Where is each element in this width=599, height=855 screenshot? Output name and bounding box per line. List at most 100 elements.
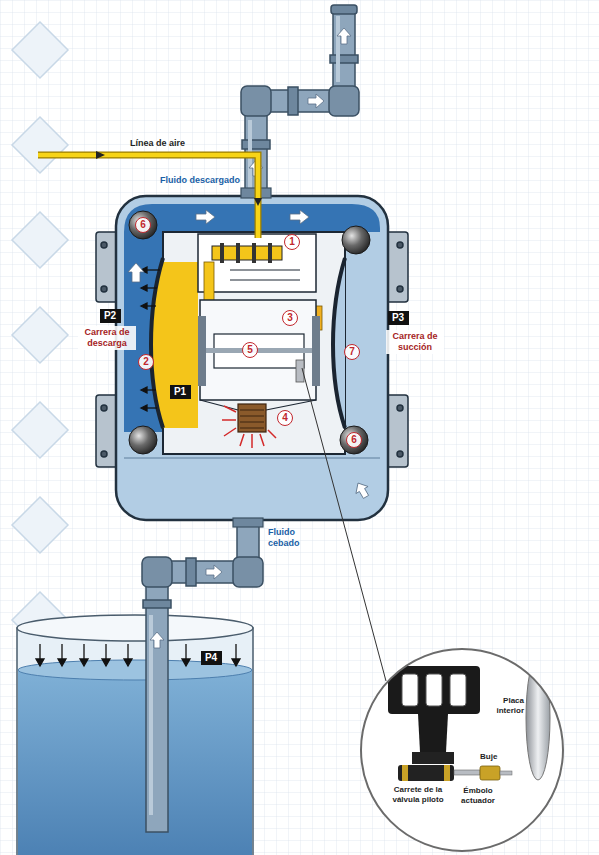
diaphragm bbox=[151, 258, 163, 428]
flow-arrow bbox=[206, 565, 222, 579]
air-valve bbox=[230, 270, 300, 280]
surface-pressure-arrow bbox=[185, 644, 186, 660]
part-label: Buje bbox=[480, 752, 497, 762]
discharge-pipe bbox=[288, 87, 298, 115]
flow-arrow bbox=[337, 28, 351, 44]
exhaust-muffler bbox=[240, 410, 264, 428]
pump-housing bbox=[116, 188, 388, 527]
pressure-label: P2 bbox=[104, 311, 116, 321]
inset-detail bbox=[444, 765, 450, 781]
callout-number: 3 bbox=[282, 310, 298, 326]
pump-flange bbox=[397, 405, 403, 411]
discharge-pipe bbox=[329, 86, 359, 116]
pressure-arrow bbox=[141, 405, 147, 411]
surface-pressure-arrow bbox=[235, 644, 236, 660]
surface-pressure-arrow bbox=[232, 659, 240, 666]
watermark-icon bbox=[12, 22, 68, 648]
center-section bbox=[198, 300, 320, 410]
part-label: Carrera de succión bbox=[386, 330, 444, 354]
inset-outline bbox=[359, 647, 565, 853]
pressure-label: P4 bbox=[205, 653, 217, 663]
check-ball bbox=[340, 426, 368, 454]
pressure-tag: P2 bbox=[100, 309, 121, 323]
air-valve bbox=[252, 243, 256, 263]
surface-pressure-arrow bbox=[58, 659, 66, 666]
pressure-arrow bbox=[146, 269, 160, 270]
exhaust-muffler bbox=[222, 404, 276, 448]
pump-housing bbox=[116, 196, 388, 520]
surface-pressure-arrow bbox=[105, 644, 106, 660]
callout-text: 6 bbox=[140, 220, 146, 230]
callout-text: 3 bbox=[287, 313, 293, 323]
surface-pressure-arrow bbox=[61, 644, 62, 660]
air-line bbox=[38, 155, 258, 238]
pressure-label: P1 bbox=[174, 387, 186, 397]
flow-arrow bbox=[308, 94, 324, 108]
inset-detail bbox=[398, 765, 454, 781]
callout-number: 2 bbox=[138, 354, 154, 370]
surface-pressure-arrow bbox=[83, 644, 84, 660]
exhaust-muffler bbox=[238, 404, 266, 432]
center-section bbox=[312, 316, 320, 386]
discharge-pipe bbox=[331, 5, 357, 14]
pressure-label: P3 bbox=[392, 313, 404, 323]
surface-pressure-arrow bbox=[182, 659, 190, 666]
air-line bbox=[254, 198, 262, 206]
suction-pipe bbox=[233, 557, 263, 587]
air-line bbox=[38, 151, 262, 238]
callout-number: 6 bbox=[135, 217, 151, 233]
surface-pressure-arrow bbox=[36, 659, 44, 666]
watermark-icon bbox=[12, 117, 68, 173]
inset-outline bbox=[361, 649, 563, 851]
surface-pressure-arrow bbox=[124, 659, 132, 666]
surface-pressure-arrow bbox=[36, 644, 240, 666]
suction-pipe bbox=[146, 575, 168, 832]
flow-arrow bbox=[196, 210, 215, 224]
supply-tank bbox=[17, 628, 253, 855]
pump-flange bbox=[397, 286, 403, 292]
watermark-icon bbox=[12, 212, 68, 268]
callout-text: 7 bbox=[349, 347, 355, 357]
flow-arrow bbox=[290, 210, 309, 224]
part-label: Placa interior bbox=[484, 696, 524, 716]
air-line bbox=[96, 151, 105, 159]
flow-arrow bbox=[128, 263, 144, 282]
air-valve bbox=[236, 243, 240, 263]
pressure-tag: P4 bbox=[201, 651, 222, 665]
suction-pipe bbox=[142, 505, 263, 832]
air-line bbox=[38, 155, 258, 238]
flow-arrow bbox=[337, 28, 351, 44]
part-label: Fluido descargado bbox=[160, 175, 240, 186]
diaphragm bbox=[333, 258, 345, 428]
inset-detail bbox=[388, 656, 550, 781]
inset-detail bbox=[480, 766, 500, 780]
surface-pressure-arrow bbox=[80, 659, 88, 666]
check-ball bbox=[342, 226, 370, 254]
inset-detail bbox=[426, 674, 442, 706]
check-ball bbox=[129, 211, 157, 239]
air-valve bbox=[204, 262, 214, 302]
callout-number: 6 bbox=[346, 432, 362, 448]
inset-detail bbox=[454, 770, 480, 775]
inset-detail bbox=[402, 765, 408, 781]
flow-arrow bbox=[150, 632, 164, 648]
air-valve bbox=[198, 234, 316, 302]
air-valve bbox=[220, 243, 224, 263]
callout-number: 7 bbox=[344, 344, 360, 360]
part-label: Línea de aire bbox=[130, 138, 185, 149]
part-label: Carrete de la válvula piloto bbox=[382, 785, 454, 805]
supply-tank bbox=[17, 615, 253, 641]
pump-flange bbox=[101, 242, 107, 248]
watermark-icon bbox=[12, 402, 68, 458]
callout-text: 2 bbox=[143, 357, 149, 367]
check-ball bbox=[129, 211, 370, 454]
inset-detail bbox=[360, 648, 564, 852]
inset-detail bbox=[388, 666, 480, 714]
callout-text: 4 bbox=[282, 413, 288, 423]
flow-arrow bbox=[150, 632, 164, 648]
leader-line bbox=[302, 368, 386, 681]
callout-text: 5 bbox=[247, 345, 253, 355]
pressure-arrow bbox=[141, 387, 147, 393]
callout-text: 6 bbox=[351, 435, 357, 445]
